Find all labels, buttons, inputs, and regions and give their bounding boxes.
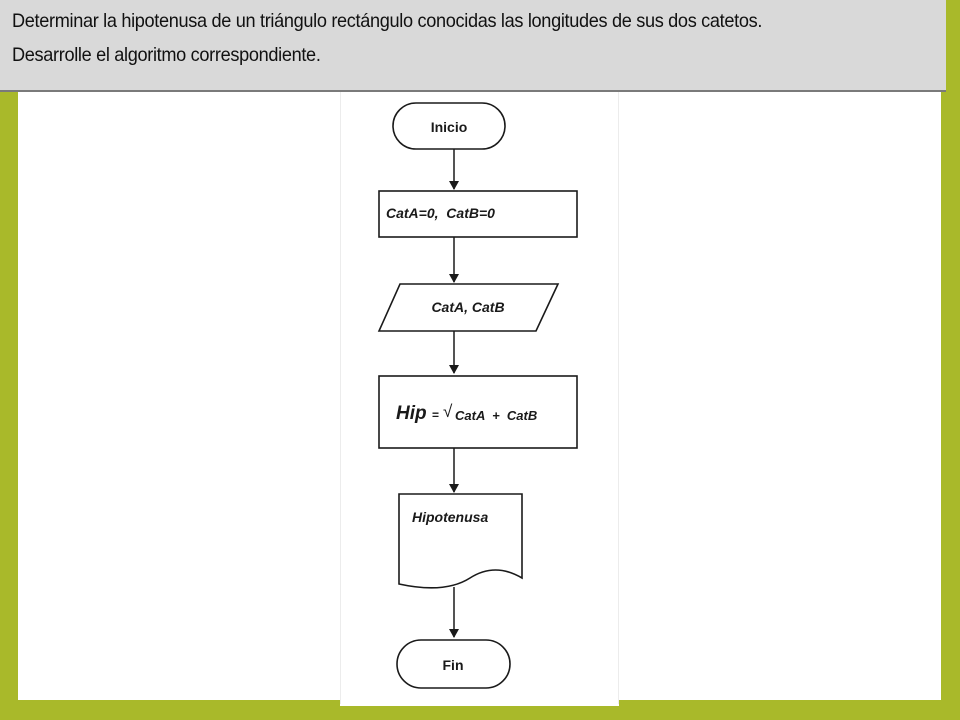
end-terminator <box>396 639 511 689</box>
figure-left-edge <box>340 90 341 704</box>
left-frame-border <box>0 90 18 720</box>
input-parallelogram <box>377 283 560 332</box>
start-label: Inicio <box>431 119 468 135</box>
figure-bottom-strip <box>340 700 619 706</box>
end-label: Fin <box>443 657 464 673</box>
init-label: CatA=0, CatB=0 <box>386 205 495 221</box>
problem-statement-header: Determinar la hipotenusa de un triángulo… <box>0 0 946 92</box>
figure-right-edge <box>618 90 619 704</box>
problem-statement-line-1: Determinar la hipotenusa de un triángulo… <box>12 10 763 32</box>
formula-rhs: CatA + CatB <box>455 408 537 423</box>
problem-statement-line-2: Desarrolle el algoritmo correspondiente. <box>12 44 321 66</box>
compute-process-box <box>378 375 578 449</box>
init-process-box <box>378 190 578 238</box>
right-frame-border <box>946 0 960 720</box>
output-document-shape <box>398 493 523 589</box>
output-label: Hipotenusa <box>412 509 488 525</box>
sqrt-icon: √ <box>443 402 453 421</box>
formula-lhs: Hip <box>396 403 427 424</box>
formula-equals: = <box>432 408 439 422</box>
start-terminator <box>392 102 506 150</box>
bottom-frame-border <box>0 700 960 720</box>
input-label: CatA, CatB <box>431 299 504 315</box>
